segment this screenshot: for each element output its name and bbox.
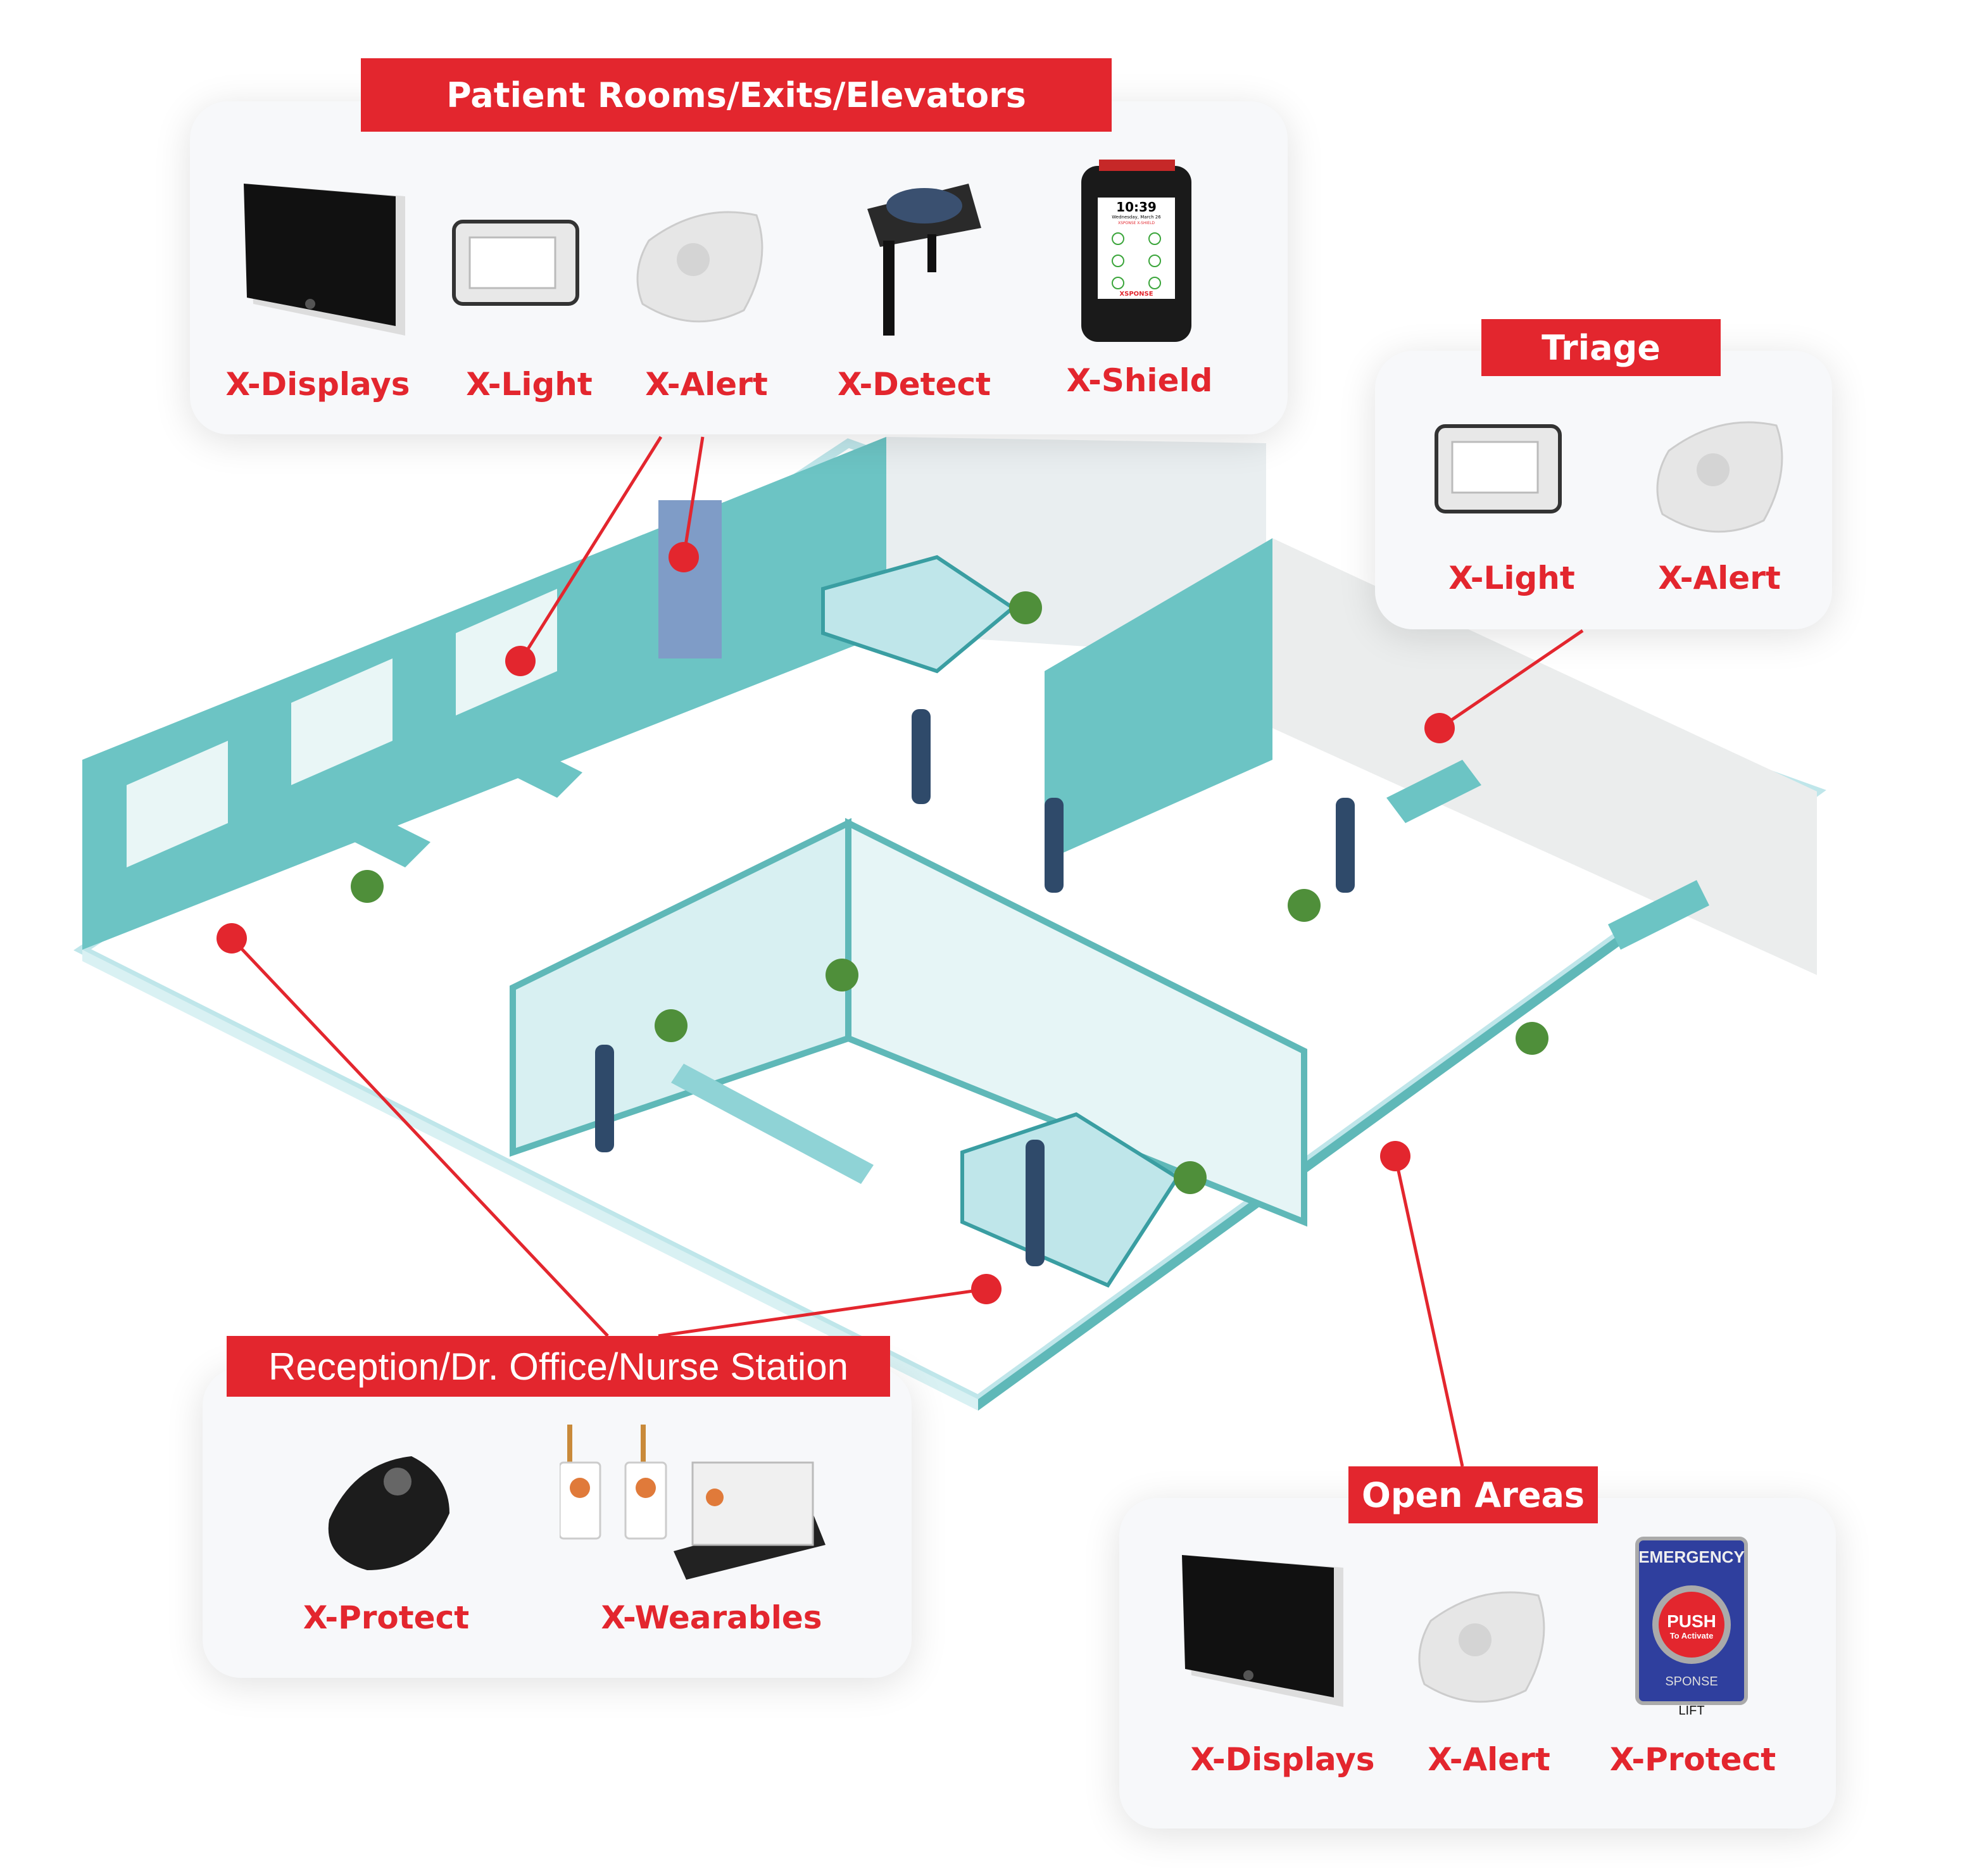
x-alert-image	[1656, 421, 1783, 533]
x-light-label: X-Light	[1448, 560, 1575, 596]
shield-name: XSPONSE X-SHIELD	[1118, 221, 1155, 225]
x-displays-image	[1182, 1555, 1343, 1707]
x-light-image	[1435, 424, 1562, 513]
x-wearables-label: X-Wearables	[601, 1599, 822, 1636]
x-alert-image	[1418, 1591, 1545, 1703]
button-lift-text: LIFT	[1678, 1704, 1704, 1718]
x-protect-emergency-button-image: EMERGENCY PUSH To Activate SPONSE LIFT	[1635, 1537, 1748, 1718]
shield-brand: XSPONSE	[1119, 291, 1153, 298]
x-detect-image	[867, 184, 981, 336]
x-protect-image	[328, 1456, 449, 1570]
button-brand-text: SPONSE	[1665, 1675, 1718, 1689]
x-displays-label: X-Displays	[225, 366, 410, 403]
reception-title: Reception/Dr. Office/Nurse Station	[227, 1336, 890, 1397]
x-displays-label: X-Displays	[1190, 1741, 1375, 1778]
x-light-image	[452, 220, 579, 306]
x-wearables-image	[560, 1425, 826, 1580]
x-alert-image	[636, 211, 763, 323]
x-light-label: X-Light	[466, 366, 593, 403]
button-push-text: PUSH	[1667, 1611, 1716, 1631]
shield-time: 10:39	[1116, 199, 1157, 215]
patient-rooms-title: Patient Rooms/Exits/Elevators	[361, 58, 1112, 132]
x-shield-label: X-Shield	[1066, 362, 1213, 399]
x-displays-image	[244, 184, 405, 336]
triage-title: Triage	[1481, 319, 1721, 376]
x-detect-label: X-Detect	[838, 366, 991, 403]
shield-date: Wednesday, March 26	[1112, 215, 1161, 220]
x-alert-label: X-Alert	[645, 366, 768, 403]
button-sub-text: To Activate	[1670, 1631, 1714, 1640]
x-protect-label: X-Protect	[303, 1599, 470, 1636]
x-shield-image: 10:39 Wednesday, March 26 XSPONSE X-SHIE…	[1081, 160, 1191, 342]
x-alert-label: X-Alert	[1658, 560, 1781, 596]
x-protect-label: X-Protect	[1609, 1741, 1776, 1778]
button-top-text: EMERGENCY	[1638, 1547, 1745, 1566]
x-alert-label: X-Alert	[1428, 1741, 1550, 1778]
open-areas-title: Open Areas	[1348, 1466, 1598, 1523]
